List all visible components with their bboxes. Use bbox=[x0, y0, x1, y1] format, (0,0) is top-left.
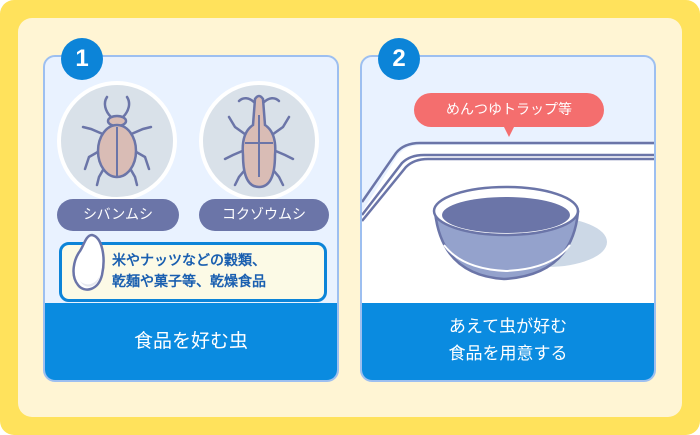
step-badge-1: 1 bbox=[61, 38, 103, 80]
cigarette-beetle-icon bbox=[81, 95, 153, 187]
insect-label-1: シバンムシ bbox=[57, 199, 179, 231]
food-note-line-1: 米やナッツなどの穀類、 bbox=[112, 253, 266, 269]
insect-label-2: コクゾウムシ bbox=[199, 199, 329, 231]
panel-food-insects: シバンムシ コクゾウムシ 米やナッツなどの穀類、 乾麺や菓子等、乾燥食品 食品を… bbox=[43, 55, 339, 382]
rice-weevil-icon bbox=[223, 94, 295, 189]
panel-prepare-food: めんつゆトラップ等 あえて虫が好む 食品を用意する bbox=[360, 55, 656, 382]
step-badge-2: 2 bbox=[378, 38, 420, 80]
food-note-text: 米やナッツなどの穀類、 乾麺や菓子等、乾燥食品 bbox=[112, 251, 266, 293]
bowl-trap-icon bbox=[362, 141, 654, 317]
panel-2-footer: あえて虫が好む 食品を用意する bbox=[362, 303, 654, 380]
trap-callout: めんつゆトラップ等 bbox=[414, 93, 604, 127]
callout-tail bbox=[503, 125, 515, 137]
rice-grain-icon bbox=[72, 233, 105, 291]
panel-1-footer: 食品を好む虫 bbox=[45, 303, 337, 380]
panel-2-footer-line-1: あえて虫が好む bbox=[448, 317, 568, 337]
food-note-box: 米やナッツなどの穀類、 乾麺や菓子等、乾燥食品 bbox=[59, 233, 327, 302]
insect-circle-2 bbox=[199, 81, 319, 201]
insect-circle-1 bbox=[57, 81, 177, 201]
food-note-line-2: 乾麺や菓子等、乾燥食品 bbox=[112, 274, 266, 290]
panel-2-footer-line-2: 食品を用意する bbox=[448, 344, 568, 364]
